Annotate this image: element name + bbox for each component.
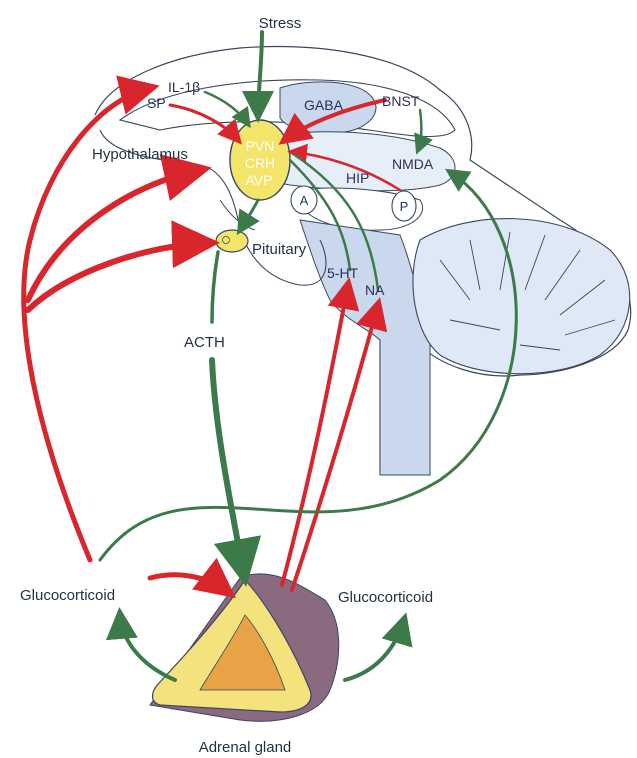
label-glucocorticoid-left: Glucocorticoid	[20, 587, 115, 604]
adrenal-to-right-gc-arrow	[345, 620, 404, 680]
label-hypothalamus: Hypothalamus	[92, 146, 188, 163]
cerebellum	[413, 219, 630, 374]
label-nmda: NMDA	[392, 156, 434, 172]
label-stress: Stress	[259, 15, 302, 32]
label-adrenal-gland: Adrenal gland	[199, 739, 292, 756]
label-gaba: GABA	[304, 97, 344, 113]
label-a: A	[300, 193, 309, 208]
adrenal-gland	[150, 574, 339, 721]
label-5ht: 5-HT	[327, 265, 359, 281]
label-avp: AVP	[246, 172, 273, 188]
pituitary-to-acth-arrow	[212, 252, 218, 322]
pituitary-node	[216, 230, 248, 252]
pvn-to-pituitary-arrow	[240, 200, 258, 230]
brain-outline	[95, 47, 631, 475]
label-crh: CRH	[245, 155, 275, 171]
label-pituitary: Pituitary	[252, 241, 307, 258]
acth-to-adrenal-arrow	[212, 360, 244, 575]
label-acth: ACTH	[184, 334, 225, 351]
label-na: NA	[365, 282, 385, 298]
label-bnst: BNST	[382, 93, 420, 109]
label-glucocorticoid-right: Glucocorticoid	[338, 589, 433, 606]
adrenal-to-left-gc-arrow	[120, 615, 175, 680]
gc-to-hypothalamus-arrow	[28, 170, 200, 300]
label-p: P	[400, 199, 409, 214]
adrenal-to-5ht-arrow	[282, 285, 348, 585]
label-il1b: IL-1β	[168, 79, 200, 95]
label-hip: HIP	[346, 170, 369, 186]
label-sp: SP	[147, 95, 166, 111]
label-pvn: PVN	[246, 138, 275, 154]
gc-to-adrenal-arrow	[150, 575, 228, 592]
